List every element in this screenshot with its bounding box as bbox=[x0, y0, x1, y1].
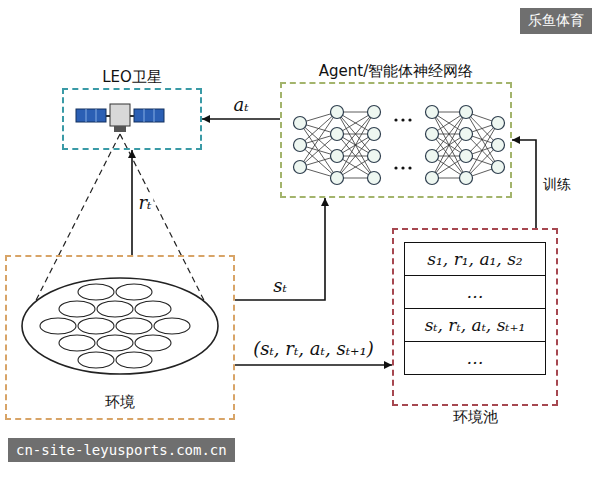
neuron bbox=[294, 161, 307, 174]
solar-panel bbox=[134, 109, 164, 122]
edge-label: sₜ bbox=[271, 275, 289, 297]
neuron bbox=[426, 172, 439, 185]
neuron bbox=[460, 150, 473, 163]
table-cell: sₜ, rₜ, aₜ, sₜ₊₁ bbox=[425, 315, 526, 335]
satellite-box: LEO卫星 bbox=[62, 88, 202, 150]
neuron bbox=[331, 172, 344, 185]
neuron bbox=[368, 172, 381, 185]
edge-label: 训练 bbox=[541, 176, 573, 193]
satellite-icon bbox=[76, 104, 164, 132]
satellite-body bbox=[110, 104, 130, 126]
flow-arrow bbox=[235, 198, 325, 300]
cell-ellipse bbox=[59, 335, 95, 351]
cell-area bbox=[22, 278, 218, 374]
ellipsis-dot bbox=[408, 118, 411, 121]
replay-pool-box: 环境池s₁, r₁, a₁, s₂…sₜ, rₜ, aₜ, sₜ₊₁… bbox=[392, 228, 558, 406]
pool-row: sₜ, rₜ, aₜ, sₜ₊₁ bbox=[404, 308, 546, 342]
box-heading: Agent/智能体神经网络 bbox=[319, 62, 473, 81]
neuron bbox=[460, 106, 473, 119]
neuron bbox=[426, 150, 439, 163]
neural-link bbox=[432, 112, 466, 178]
cell-ellipse bbox=[59, 301, 95, 317]
panel-grid bbox=[86, 109, 87, 122]
neuron bbox=[492, 139, 505, 152]
neuron bbox=[492, 117, 505, 130]
neuron bbox=[294, 117, 307, 130]
agent-box: Agent/智能体神经网络 bbox=[280, 82, 512, 198]
watermark: cn-site-leyusports.com.cn bbox=[8, 438, 235, 462]
neural-link bbox=[337, 112, 374, 178]
cell-ellipse bbox=[154, 318, 190, 334]
neural-net bbox=[294, 106, 505, 185]
table-cell: … bbox=[467, 348, 484, 368]
neuron bbox=[294, 139, 307, 152]
neural-link bbox=[300, 134, 337, 167]
panel-grid bbox=[96, 109, 97, 122]
neuron bbox=[368, 150, 381, 163]
cell-ellipse bbox=[78, 318, 114, 334]
box-label: 环境 bbox=[105, 393, 135, 412]
neural-link bbox=[337, 112, 374, 178]
ellipsis-dot bbox=[394, 166, 397, 169]
cell-ellipse bbox=[40, 318, 76, 334]
flow-arrow bbox=[202, 118, 280, 120]
flow-arrow bbox=[131, 150, 133, 255]
ellipsis-dot bbox=[394, 118, 397, 121]
neuron bbox=[492, 161, 505, 174]
neuron bbox=[368, 128, 381, 141]
box-heading: 环境池 bbox=[453, 408, 498, 427]
table-cell: s₁, r₁, a₁, s₂ bbox=[427, 249, 522, 269]
edge-label: (sₜ, rₜ, aₜ, sₜ₊₁) bbox=[251, 338, 376, 360]
cell-ellipse bbox=[97, 335, 133, 351]
neuron bbox=[460, 128, 473, 141]
cell-ellipse bbox=[135, 335, 171, 351]
neuron bbox=[426, 106, 439, 119]
ellipsis-dot bbox=[401, 118, 404, 121]
panel-grid bbox=[144, 109, 145, 122]
neural-link bbox=[300, 145, 337, 178]
flow-arrow bbox=[235, 364, 392, 366]
neuron bbox=[426, 128, 439, 141]
pool-row: … bbox=[404, 341, 546, 375]
environment-box: 环境 bbox=[5, 255, 235, 420]
box-heading: LEO卫星 bbox=[102, 68, 162, 87]
cell-ellipse bbox=[116, 318, 152, 334]
ellipsis-dot bbox=[401, 166, 404, 169]
cell-ellipse bbox=[97, 301, 133, 317]
ellipsis-dot bbox=[408, 166, 411, 169]
edge-label: rₜ bbox=[136, 192, 153, 214]
satellite-antenna bbox=[114, 126, 126, 132]
solar-panel bbox=[76, 109, 106, 122]
watermark: 乐鱼体育 bbox=[520, 8, 592, 34]
cell-ellipse bbox=[116, 352, 152, 368]
neuron bbox=[460, 172, 473, 185]
neuron bbox=[368, 106, 381, 119]
cell-ellipse bbox=[78, 352, 114, 368]
coverage-ellipse bbox=[22, 278, 218, 374]
cell-ellipse bbox=[78, 284, 114, 300]
neuron bbox=[331, 128, 344, 141]
table-cell: … bbox=[467, 282, 484, 302]
edge-label: aₜ bbox=[231, 94, 250, 116]
panel-grid bbox=[154, 109, 155, 122]
pool-row: … bbox=[404, 275, 546, 309]
neuron bbox=[331, 150, 344, 163]
cell-ellipse bbox=[135, 301, 171, 317]
flow-arrow bbox=[512, 140, 536, 228]
pool-row: s₁, r₁, a₁, s₂ bbox=[404, 242, 546, 276]
neuron bbox=[331, 106, 344, 119]
cell-ellipse bbox=[116, 284, 152, 300]
neural-link bbox=[432, 112, 466, 178]
